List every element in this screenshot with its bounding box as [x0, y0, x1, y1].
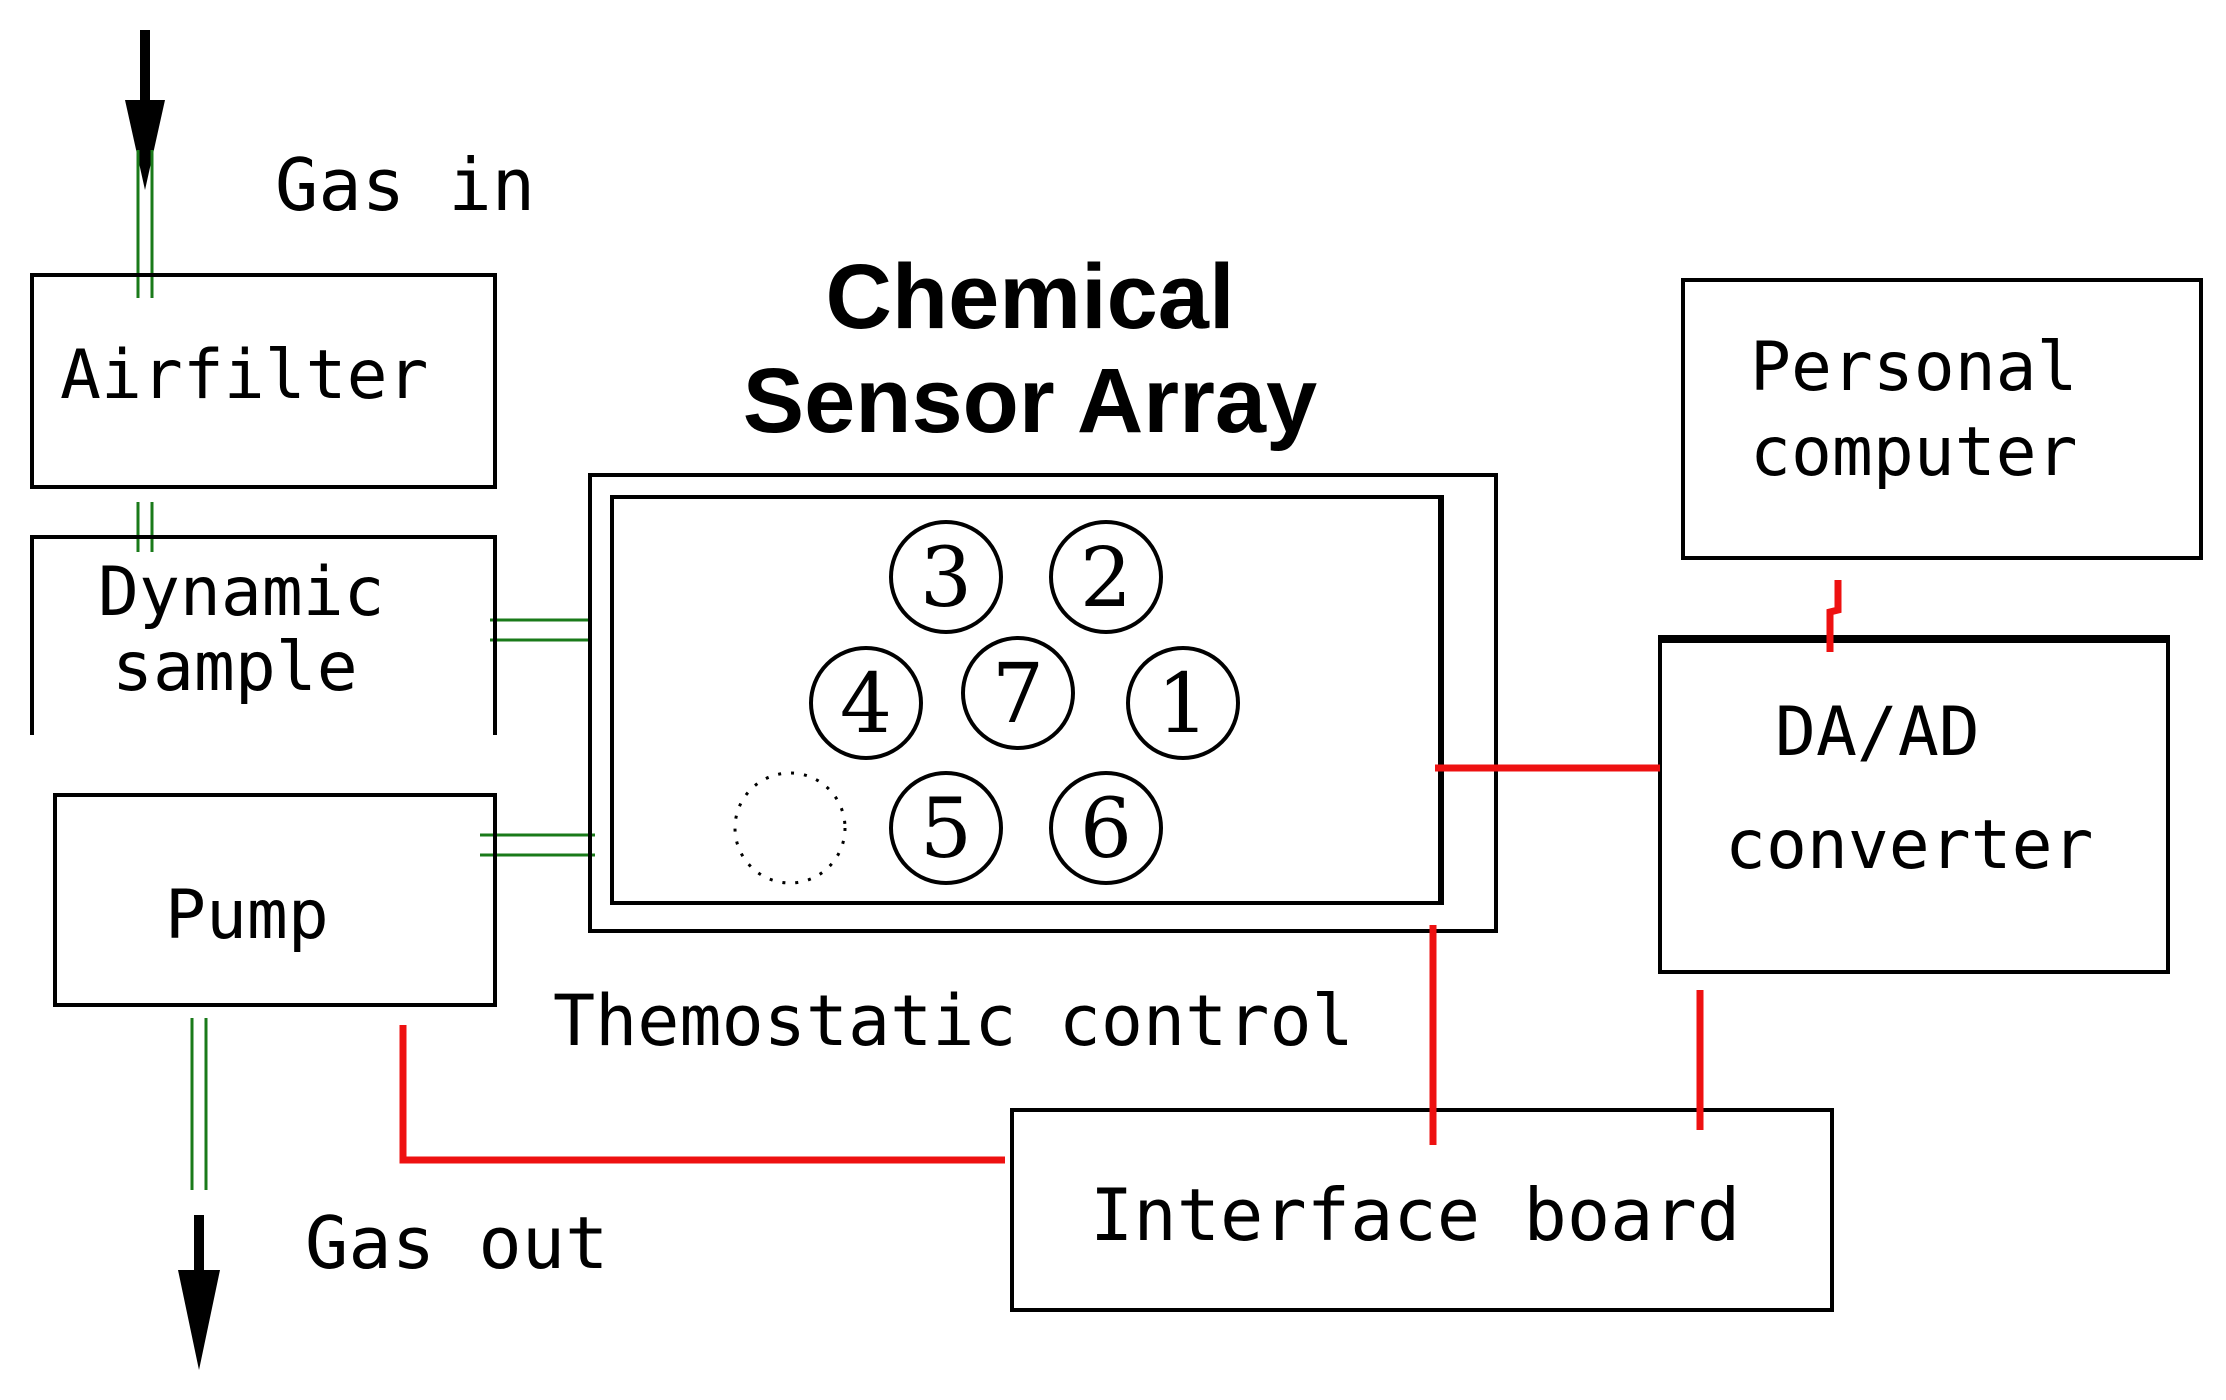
air-filter-box: [30, 273, 497, 489]
wire-pc-to-converter: [1826, 580, 1842, 652]
pump-box: [53, 793, 497, 1007]
converter-label-line1: DA/AD: [1775, 693, 1980, 772]
svg-text:3: 3: [920, 531, 972, 626]
gas-pipe-sample-to-chamber: [490, 618, 590, 642]
sensor-4: 4: [809, 646, 923, 760]
sensor-7: 7: [961, 636, 1075, 750]
personal-computer-label-line1: Personal: [1750, 328, 2078, 407]
gas-in-arrow: [125, 30, 165, 190]
svg-text:2: 2: [1080, 531, 1132, 626]
chamber-title-line2: Sensor Array: [743, 350, 1317, 452]
wire-pump-to-interface: [399, 1025, 1005, 1164]
dynamic-sample-label-line2: sample: [112, 628, 358, 707]
personal-computer-box: [1681, 278, 2203, 560]
pump-label: Pump: [165, 876, 329, 955]
gas-pipe-outlet: [190, 1018, 208, 1190]
gas-out-label: Gas out: [305, 1201, 608, 1285]
svg-text:4: 4: [840, 657, 892, 752]
sensor-6: 6: [1049, 771, 1163, 885]
converter-box: [1658, 635, 2170, 974]
interface-board-label: Interface board: [1090, 1173, 1740, 1257]
svg-text:6: 6: [1080, 782, 1132, 877]
converter-label-line2: converter: [1725, 806, 2093, 885]
gas-in-label: Gas in: [275, 143, 535, 227]
sensor-3: 3: [889, 520, 1003, 634]
svg-text:5: 5: [920, 782, 972, 877]
gas-pipe-filter-to-sample: [136, 502, 154, 552]
personal-computer-label-line2: computer: [1750, 413, 2078, 492]
svg-text:7: 7: [992, 647, 1044, 742]
thermostatic-control-label: Themostatic control: [553, 980, 1354, 1062]
dynamic-sample-label-line1: Dynamic: [98, 553, 385, 632]
sensor-empty-slot: [733, 771, 847, 885]
dynamic-sample-box: [30, 535, 497, 735]
svg-text:1: 1: [1157, 657, 1209, 752]
air-filter-label: Airfilter: [60, 336, 428, 415]
interface-board-box: [1010, 1108, 1834, 1312]
gas-out-arrow: [178, 1215, 220, 1370]
sensor-1: 1: [1126, 646, 1240, 760]
gas-pipe-chamber-to-pump: [480, 833, 595, 857]
thermostatic-chamber-outer: [588, 473, 1498, 933]
chamber-title-line1: Chemical: [825, 246, 1234, 348]
sensor-5: 5: [889, 771, 1003, 885]
sensor-2: 2: [1049, 520, 1163, 634]
